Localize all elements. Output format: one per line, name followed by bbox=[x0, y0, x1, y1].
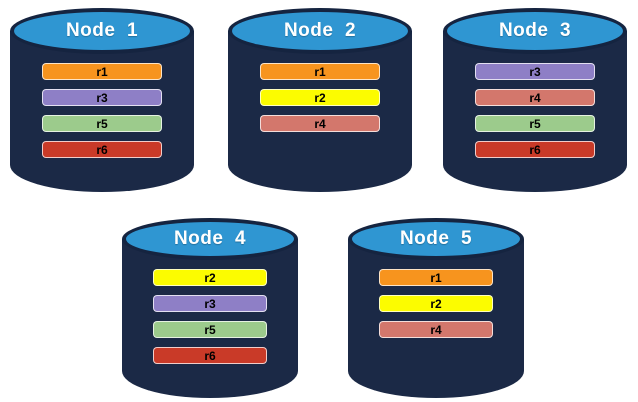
node-title: Node 3 bbox=[498, 20, 572, 41]
replica-bar-list: r1 r2 r4 bbox=[228, 63, 412, 132]
node-cylinder-2: Node 2 r1 r2 r4 bbox=[228, 8, 412, 192]
node-cylinder-1: Node 1 r1 r3 r5 r6 bbox=[10, 8, 194, 192]
replica-bar-list: r1 r3 r5 r6 bbox=[10, 63, 194, 158]
cylinder-top-ellipse: Node 5 bbox=[348, 218, 524, 260]
replica-bar-r6: r6 bbox=[475, 141, 595, 158]
replica-bar-r2: r2 bbox=[260, 89, 380, 106]
cylinder-body bbox=[443, 31, 627, 192]
replica-bar-r3: r3 bbox=[152, 295, 268, 312]
replica-bar-r5: r5 bbox=[475, 115, 595, 132]
replica-bar-r4: r4 bbox=[475, 89, 595, 106]
replica-bar-list: r1 r2 r4 bbox=[348, 269, 524, 338]
cylinder-top-ellipse: Node 4 bbox=[122, 218, 298, 260]
replica-bar-r3: r3 bbox=[42, 89, 162, 106]
cylinder-body bbox=[122, 239, 298, 398]
replica-bar-r4: r4 bbox=[260, 115, 380, 132]
replica-bar-r6: r6 bbox=[42, 141, 162, 158]
replica-bar-r5: r5 bbox=[152, 321, 268, 338]
cylinder-top-ellipse: Node 1 bbox=[10, 8, 194, 54]
replica-bar-r1: r1 bbox=[42, 63, 162, 80]
replica-bar-r5: r5 bbox=[42, 115, 162, 132]
node-cylinder-3: Node 3 r3 r4 r5 r6 bbox=[443, 8, 627, 192]
cylinder-body bbox=[348, 239, 524, 398]
node-cylinder-5: Node 5 r1 r2 r4 bbox=[348, 218, 524, 398]
replica-bar-r1: r1 bbox=[260, 63, 380, 80]
replica-bar-r1: r1 bbox=[378, 269, 494, 286]
cylinder-top-ellipse: Node 3 bbox=[443, 8, 627, 54]
cylinder-top-ellipse: Node 2 bbox=[228, 8, 412, 54]
replica-bar-r2: r2 bbox=[378, 295, 494, 312]
replica-bar-list: r2 r3 r5 r6 bbox=[122, 269, 298, 364]
node-title: Node 5 bbox=[399, 228, 473, 249]
cylinder-body bbox=[10, 31, 194, 192]
replica-bar-r2: r2 bbox=[152, 269, 268, 286]
cylinder-body bbox=[228, 31, 412, 192]
node-title: Node 4 bbox=[173, 228, 247, 249]
replica-bar-r3: r3 bbox=[475, 63, 595, 80]
replica-bar-r6: r6 bbox=[152, 347, 268, 364]
replica-bar-r4: r4 bbox=[378, 321, 494, 338]
node-cylinder-4: Node 4 r2 r3 r5 r6 bbox=[122, 218, 298, 398]
replica-bar-list: r3 r4 r5 r6 bbox=[443, 63, 627, 158]
node-title: Node 1 bbox=[65, 20, 139, 41]
node-title: Node 2 bbox=[283, 20, 357, 41]
